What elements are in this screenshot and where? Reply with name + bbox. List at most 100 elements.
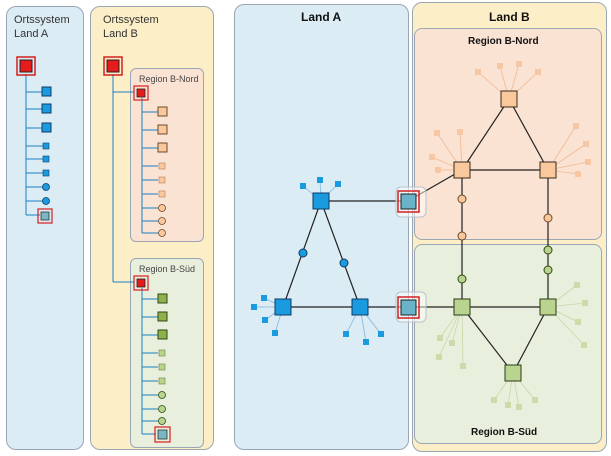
north-leaf-node[interactable]	[457, 129, 463, 135]
tree-b-north-node[interactable]	[158, 204, 166, 212]
network-land-a-nodes	[251, 177, 384, 345]
land-a-leaf-node[interactable]	[272, 330, 278, 336]
tree-a-node[interactable]	[41, 122, 52, 133]
tree-a-border-node[interactable]	[37, 208, 53, 224]
tree-b-south-node[interactable]	[158, 349, 166, 357]
tree-b-north-node[interactable]	[158, 217, 166, 225]
tree-b-north-node[interactable]	[158, 162, 166, 170]
tree-a-title: Ortssystem Land A	[14, 13, 70, 41]
tree-b-north-node[interactable]	[157, 142, 168, 153]
south-relay-node[interactable]	[543, 245, 553, 255]
north-hub-node[interactable]	[453, 161, 471, 179]
land-a-hub-node[interactable]	[351, 298, 369, 316]
south-leaf-node[interactable]	[437, 335, 443, 341]
tree-b-root-node[interactable]	[103, 56, 123, 76]
tree-a-node[interactable]	[41, 86, 52, 97]
land-a-leaf-node[interactable]	[317, 177, 323, 183]
tree-b-south-node[interactable]	[157, 311, 168, 322]
tree-b-south-root-node[interactable]	[133, 275, 149, 291]
tree-a-node[interactable]	[42, 197, 50, 205]
south-leaf-node[interactable]	[516, 404, 522, 410]
south-hub-node[interactable]	[453, 298, 471, 316]
land-a-leaf-node[interactable]	[363, 339, 369, 345]
land-a-leaf-node[interactable]	[335, 181, 341, 187]
tree-b-south-node[interactable]	[158, 417, 166, 425]
south-leaf-node[interactable]	[460, 363, 466, 369]
tree-b-north-node[interactable]	[158, 176, 166, 184]
tree-a-node[interactable]	[42, 183, 50, 191]
region-north-title: Region B-Nord	[468, 36, 539, 47]
south-leaf-node[interactable]	[581, 342, 587, 348]
south-leaf-node[interactable]	[582, 300, 588, 306]
gateway-node-south[interactable]	[397, 296, 420, 319]
land-a-leaf-node[interactable]	[262, 317, 268, 323]
tree-a-nodes	[16, 56, 53, 224]
tree-a-title-line2: Land A	[14, 28, 49, 40]
tree-b-south-node[interactable]	[158, 405, 166, 413]
north-leaf-node[interactable]	[429, 154, 435, 160]
south-leaf-node[interactable]	[436, 354, 442, 360]
south-leaf-node[interactable]	[574, 282, 580, 288]
south-leaf-node[interactable]	[491, 397, 497, 403]
tree-a-node[interactable]	[41, 103, 52, 114]
north-leaf-node[interactable]	[535, 69, 541, 75]
land-a-title: Land A	[301, 10, 342, 24]
land-a-relay-node[interactable]	[298, 248, 308, 258]
tree-a-node[interactable]	[42, 155, 50, 163]
network-land-b-edges	[407, 98, 549, 374]
north-leaf-node[interactable]	[573, 123, 579, 129]
tree-a-node[interactable]	[42, 142, 50, 150]
north-leaf-node[interactable]	[497, 63, 503, 69]
land-a-leaf-node[interactable]	[378, 331, 384, 337]
south-relay-node[interactable]	[543, 265, 553, 275]
tree-b-south-node[interactable]	[158, 363, 166, 371]
north-leaf-node[interactable]	[585, 159, 591, 165]
tree-b-north-node[interactable]	[158, 190, 166, 198]
land-a-hub-node[interactable]	[312, 192, 330, 210]
tree-a-root-node[interactable]	[16, 56, 36, 76]
north-leaf-node[interactable]	[516, 61, 522, 67]
north-leaf-node[interactable]	[575, 171, 581, 177]
tree-b-south-node[interactable]	[157, 329, 168, 340]
south-leaf-node[interactable]	[449, 340, 455, 346]
tree-b-title-line1: Ortssystem	[103, 14, 159, 26]
north-relay-node[interactable]	[543, 213, 553, 223]
north-hub-node[interactable]	[539, 161, 557, 179]
land-a-leaf-node[interactable]	[343, 331, 349, 337]
south-leaf-node[interactable]	[505, 402, 511, 408]
land-a-hub-node[interactable]	[274, 298, 292, 316]
land-b-title: Land B	[489, 10, 530, 24]
tree-b-north-node[interactable]	[157, 124, 168, 135]
tree-b-title: Ortssystem Land B	[103, 13, 159, 41]
tree-a-node[interactable]	[42, 169, 50, 177]
north-relay-node[interactable]	[457, 231, 467, 241]
land-a-leaf-node[interactable]	[261, 295, 267, 301]
north-leaf-node[interactable]	[435, 167, 441, 173]
tree-b-south-node[interactable]	[157, 293, 168, 304]
tree-b-border-node[interactable]	[154, 426, 171, 443]
south-leaf-node[interactable]	[532, 397, 538, 403]
south-hub-node[interactable]	[504, 364, 522, 382]
north-leaf-node[interactable]	[475, 69, 481, 75]
north-leaf-node[interactable]	[583, 141, 589, 147]
land-a-leaf-node[interactable]	[300, 183, 306, 189]
tree-b-title-line2: Land B	[103, 28, 138, 40]
tree-b-south-node[interactable]	[158, 391, 166, 399]
north-relay-node[interactable]	[457, 194, 467, 204]
tree-b-north-root-node[interactable]	[133, 85, 149, 101]
south-relay-node[interactable]	[457, 274, 467, 284]
north-hub-node[interactable]	[500, 90, 518, 108]
land-a-panel	[234, 4, 409, 450]
gateway-node-north[interactable]	[397, 190, 420, 213]
gateway-nodes	[395, 186, 427, 323]
south-hub-node[interactable]	[539, 298, 557, 316]
tree-b-nodes	[103, 56, 171, 443]
land-a-leaf-node[interactable]	[251, 304, 257, 310]
tree-b-north-node[interactable]	[158, 229, 166, 237]
tree-b-north-node[interactable]	[157, 106, 168, 117]
south-leaf-node[interactable]	[575, 319, 581, 325]
land-a-relay-node[interactable]	[339, 258, 349, 268]
tree-panel-land-a	[6, 6, 84, 450]
north-leaf-node[interactable]	[434, 130, 440, 136]
tree-b-south-node[interactable]	[158, 377, 166, 385]
